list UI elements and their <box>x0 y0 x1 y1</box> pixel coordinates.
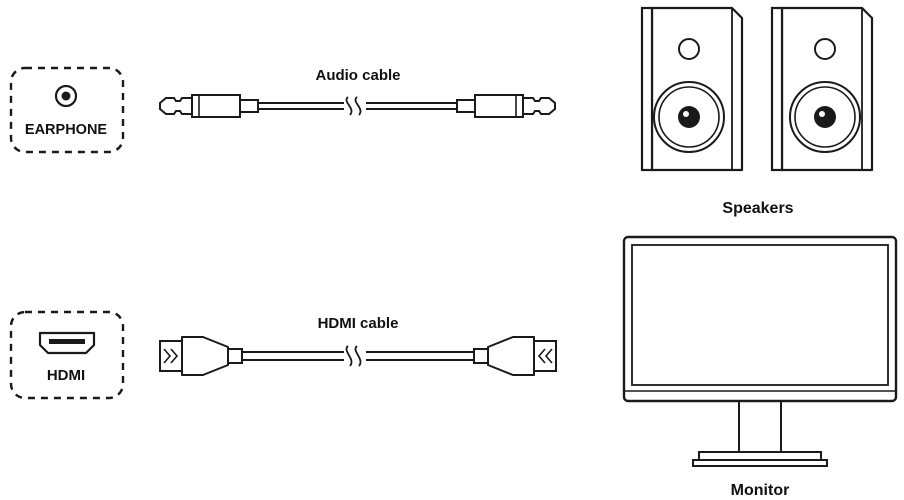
hdmi-port: HDMI <box>9 310 125 400</box>
speakers: Speakers <box>640 6 874 217</box>
hdmi-cable-label: HDMI cable <box>318 315 399 332</box>
audio-cable-label: Audio cable <box>315 67 400 84</box>
monitor-icon <box>622 235 898 467</box>
audio-plug-icon <box>456 94 556 118</box>
hdmi-port-icon <box>38 331 96 355</box>
hdmi-plug-icon <box>159 336 243 376</box>
speakers-label: Speakers <box>722 200 793 217</box>
hdmi-port-label: HDMI <box>47 367 85 384</box>
speaker-icon <box>770 6 874 172</box>
speaker-icon <box>640 6 744 172</box>
monitor-label: Monitor <box>731 482 790 499</box>
audio-cable: Audio cable <box>159 67 556 118</box>
earphone-port: EARPHONE <box>9 66 125 154</box>
audio-jack-icon <box>54 84 78 108</box>
audio-plug-icon <box>159 94 259 118</box>
monitor: Monitor <box>622 235 898 499</box>
hdmi-plug-icon <box>473 336 557 376</box>
earphone-port-label: EARPHONE <box>25 122 108 138</box>
hdmi-cable: HDMI cable <box>159 315 557 376</box>
